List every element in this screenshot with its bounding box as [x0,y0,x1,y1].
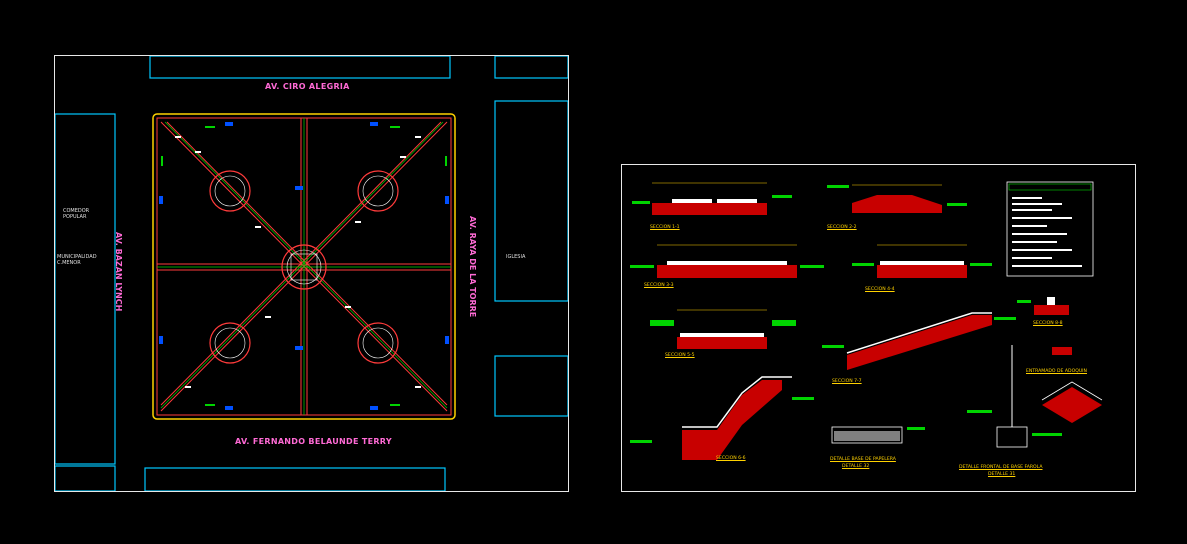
label-farola: DETALLE FRONTAL DE BASE FAROLA [959,465,1043,470]
sections-drawing [630,181,1103,460]
label-entramado: ENTRAMADO DE ADOQUIN [1026,369,1087,374]
label-detalle-32: DETALLE 32 [842,464,870,469]
legend-box [1006,181,1094,277]
farola-detail [967,345,1062,448]
label-seccion-8-8: SECCION 8-8 [1033,321,1063,326]
ne-block [494,56,568,79]
label-municipalidad: MUNICIPALIDAD C.MENOR [57,254,97,266]
section-8-8 [1017,297,1069,315]
east-block [494,100,568,302]
section-4-4 [852,244,992,278]
section-7-7 [822,312,1016,370]
label-seccion-5-5: SECCION 5-5 [665,353,695,358]
section-5-5 [650,309,796,349]
section-2-2 [827,184,967,213]
street-north: AV. CIRO ALEGRIA [265,82,350,91]
plaza-perimeter [152,113,456,420]
sw-block [55,465,116,491]
south-block [144,467,446,491]
label-detalle-31: DETALLE 31 [988,472,1016,477]
label-papelera: DETALLE BASE DE PAPELERA [830,457,896,462]
label-seccion-4-4: SECCION 4-4 [865,287,895,292]
sections-sheet: SECCION 1-1 SECCION 2-2 SECCION 3-3 SECC… [621,164,1136,492]
label-iglesia: IGLESIA [506,254,526,260]
plaza-plan-drawing [55,56,568,491]
label-seccion-2-2: SECCION 2-2 [827,225,857,230]
west-block [55,113,116,465]
label-seccion-7-7: SECCION 7-7 [832,379,862,384]
label-seccion-1-1: SECCION 1-1 [650,225,680,230]
section-1-1 [632,182,792,215]
section-6-6 [630,376,814,460]
street-east: AV. RAYA DE LA TORRE [468,216,477,318]
label-comedor: COMEDOR POPULAR [63,208,90,220]
papelera-detail [831,426,925,444]
entramado-detail [1041,347,1103,423]
plaza-plan-sheet: AV. CIRO ALEGRIA AV. FERNANDO BELAUNDE T… [54,55,569,492]
label-seccion-6-6: SECCION 6-6 [716,456,746,461]
street-south: AV. FERNANDO BELAUNDE TERRY [235,437,392,446]
street-west: AV. BAZAN LYNCH [114,232,123,312]
east-block-2 [494,355,568,417]
north-block [149,56,451,79]
section-3-3 [630,244,824,278]
label-seccion-3-3: SECCION 3-3 [644,283,674,288]
